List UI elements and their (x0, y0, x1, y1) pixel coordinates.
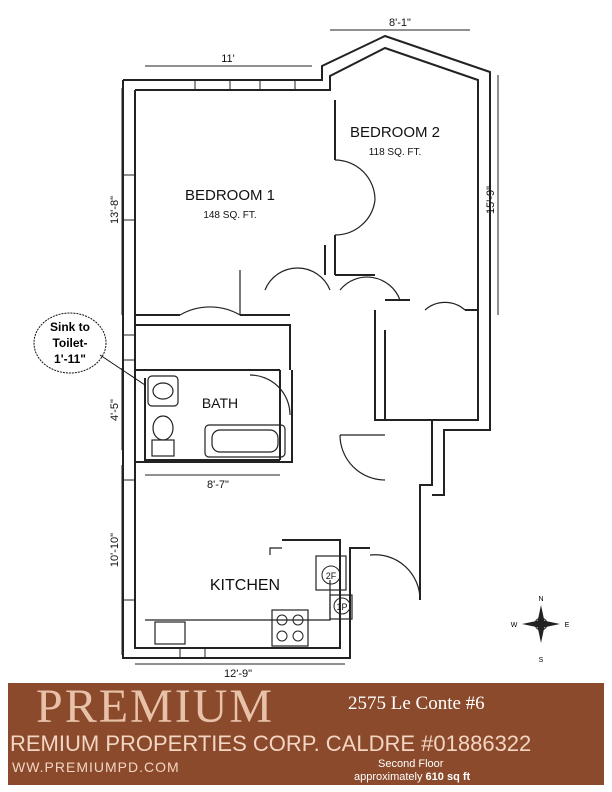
floor-plan: 11' 8'-1" 13'-8" 15'-9" 4'-5" 8'-7" 10'-… (33, 17, 570, 680)
dim-kitchen-depth: 10'-10" (109, 533, 121, 567)
callout-line1: Sink to (50, 320, 90, 334)
dim-bedroom2-width: 8'-1" (389, 17, 411, 29)
dim-bath-width: 8'-7" (207, 479, 229, 491)
bath-label: BATH (202, 395, 238, 411)
approx-value: 610 sq ft (425, 771, 471, 783)
callout-line2: Toilet- (52, 336, 87, 350)
bedroom2-label: BEDROOM 2 (350, 124, 440, 141)
svg-text:E: E (565, 622, 570, 629)
walls (122, 34, 491, 659)
company-name: REMIUM PROPERTIES CORP. CALDRE #01886322 (10, 731, 532, 756)
dim-bedroom2-depth: 15'-9" (485, 186, 497, 214)
svg-text:W: W (511, 622, 518, 629)
dim-bath-depth: 4'-5" (109, 399, 121, 421)
dimension-lines (121, 29, 499, 665)
svg-text:N: N (538, 596, 543, 603)
dim-bedroom1-depth: 13'-8" (109, 196, 121, 224)
address: 2575 Le Conte #6 (348, 693, 485, 714)
floor-level: Second Floor (378, 758, 444, 770)
kitchen-label: KITCHEN (210, 577, 280, 594)
label-1p: 1P (336, 602, 347, 612)
company-banner: PREMIUM 2575 Le Conte #6 REMIUM PROPERTI… (8, 683, 604, 785)
website: WW.PREMIUMPD.COM (12, 759, 180, 775)
dim-bedroom1-width: 11' (221, 53, 235, 65)
premium-logo: PREMIUM (36, 683, 275, 733)
callout: Sink to Toilet- 1'-11" (33, 312, 146, 386)
compass-icon: N S W E (511, 596, 570, 664)
svg-text:S: S (539, 657, 544, 664)
dim-kitchen-width: 12'-9" (224, 668, 252, 680)
bedroom2-area: 118 SQ. FT. (369, 147, 422, 158)
approx-area: approximately 610 sq ft (354, 771, 470, 783)
approx-prefix: approximately (354, 771, 423, 783)
callout-line3: 1'-11" (54, 352, 86, 366)
label-2f: 2F (326, 571, 337, 581)
bedroom1-label: BEDROOM 1 (185, 187, 275, 204)
bedroom1-area: 148 SQ. FT. (203, 210, 256, 221)
